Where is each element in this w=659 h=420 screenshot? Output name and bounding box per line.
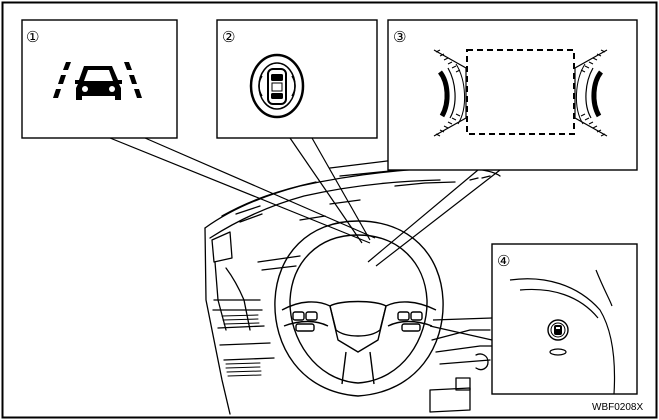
callout-box-1: ①	[21, 19, 178, 139]
callout-box-2: ②	[216, 19, 378, 139]
callout-box-3: ③	[387, 19, 638, 171]
callout-box-4: ④	[491, 243, 638, 395]
callout-number-1: ①	[26, 28, 39, 46]
vehicle-with-sensor-indicator-icon	[249, 53, 305, 119]
figure-code: WBF0208X	[592, 402, 643, 413]
lane-departure-warning-icon	[53, 62, 142, 100]
around-view-monitor-display-icon	[433, 49, 608, 137]
callout-number-4: ④	[497, 252, 510, 270]
leader-lines	[109, 137, 501, 341]
callout-number-3: ③	[393, 28, 406, 46]
callout-number-2: ②	[222, 28, 235, 46]
steering-wheel	[274, 220, 444, 397]
steering-wheel-switch-icon	[509, 269, 616, 395]
dashboard-drawing	[204, 157, 506, 415]
